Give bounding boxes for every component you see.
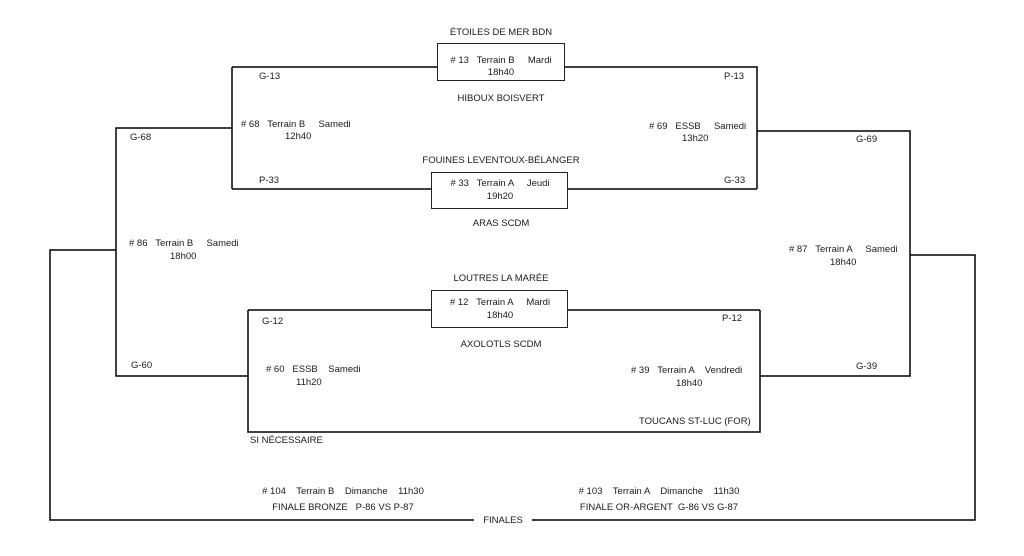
label-g39: G-39	[856, 361, 878, 372]
game-box-33[interactable]	[431, 172, 568, 209]
label-si-necessaire: SI NÉCESSAIRE	[250, 435, 323, 446]
team-etoiles: ÉTOILES DE MER BDN	[449, 27, 553, 38]
game-60-time: 11h20	[296, 377, 322, 388]
game-68-time: 12h40	[285, 131, 312, 142]
game-87-time: 18h40	[830, 257, 857, 268]
game-39-time: 18h40	[676, 378, 703, 389]
game-12-info: # 12 Terrain A Mardi	[449, 297, 551, 308]
label-g68: G-68	[130, 132, 152, 143]
team-aras: ARAS SCDM	[472, 218, 530, 229]
bracket-line-finals-left	[49, 249, 474, 521]
label-finales: FINALES	[483, 515, 523, 526]
label-g12: G-12	[262, 316, 284, 327]
game-box-12[interactable]	[431, 290, 568, 328]
bracket-line-g12-g60-g39	[247, 309, 761, 433]
game-12-time: 18h40	[486, 310, 514, 321]
label-g69: G-69	[856, 134, 878, 145]
game-86-time: 18h00	[170, 251, 197, 262]
team-axolotls: AXOLOTLS SCDM	[460, 339, 542, 350]
game-60-info: # 60 ESSB Samedi	[266, 364, 361, 375]
team-fouines: FOUINES LEVENTOUX-BÉLANGER	[422, 155, 580, 166]
game-103-matchup: FINALE OR-ARGENT G-86 VS G-87	[579, 502, 739, 513]
game-87-info: # 87 Terrain A Samedi	[789, 244, 898, 255]
game-68-info: # 68 Terrain B Samedi	[241, 119, 351, 130]
team-hiboux: HIBOUX BOISVERT	[457, 93, 545, 104]
label-g13: G-13	[259, 71, 281, 82]
game-69-time: 13h20	[682, 133, 709, 144]
game-33-info: # 33 Terrain A Jeudi	[450, 178, 550, 189]
bracket-line-right-semis	[757, 130, 911, 377]
team-toucans: TOUCANS ST-LUC (FOR)	[639, 416, 751, 427]
game-13-info: # 13 Terrain B Mardi	[450, 55, 552, 66]
bracket-line-finals-right	[532, 254, 976, 521]
label-g33: G-33	[724, 175, 746, 186]
game-104-matchup: FINALE BRONZE P-86 VS P-87	[272, 502, 414, 513]
game-box-13[interactable]	[437, 43, 565, 81]
game-69-info: # 69 ESSB Samedi	[649, 121, 747, 132]
label-p13: P-13	[724, 71, 745, 82]
game-39-info: # 39 Terrain A Vendredi	[631, 365, 743, 376]
label-g60: G-60	[131, 360, 153, 371]
bracket-line-left-semis	[115, 127, 248, 377]
game-103-info: # 103 Terrain A Dimanche 11h30	[578, 486, 740, 497]
label-p12: P-12	[722, 313, 743, 324]
game-13-time: 18h40	[487, 67, 515, 78]
label-p33: P-33	[259, 175, 280, 186]
game-86-info: # 86 Terrain B Samedi	[129, 238, 239, 249]
game-33-time: 19h20	[486, 191, 514, 202]
game-104-info: # 104 Terrain B Dimanche 11h30	[262, 486, 424, 497]
team-loutres: LOUTRES LA MARÉE	[453, 273, 549, 284]
